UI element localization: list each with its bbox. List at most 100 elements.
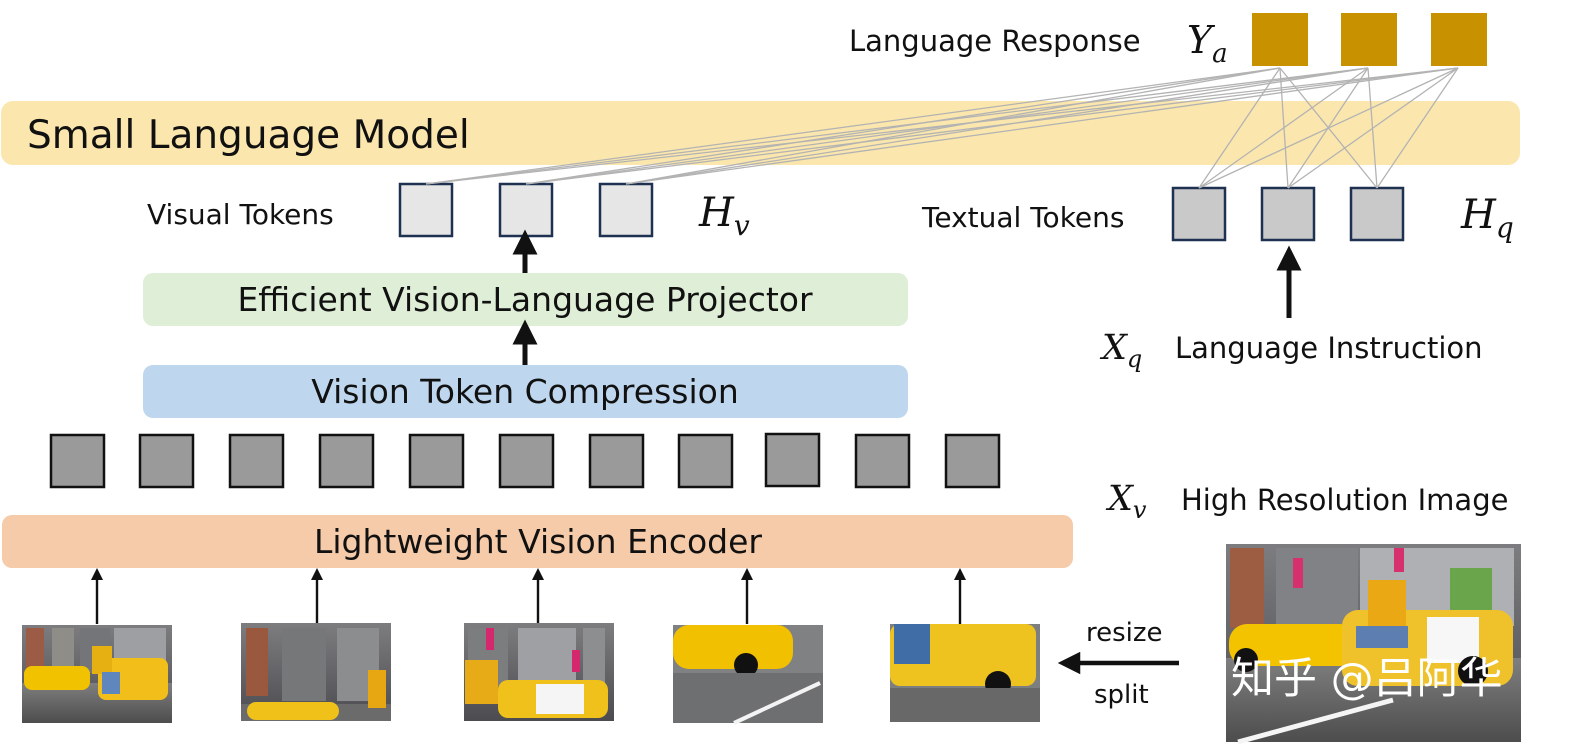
textual-tokens-label: Textual Tokens [921,201,1124,234]
response-token-2 [1341,13,1397,66]
vision-token-compression-bar [143,365,908,418]
crop-2-building-1 [246,628,268,696]
crop-thumbnail-4 [673,625,823,725]
crop-2-taxi [247,702,339,720]
vision-token-compression-label: Vision Token Compression [311,372,739,411]
lightweight-vision-encoder-bar [2,515,1073,568]
high-resolution-image-symbol: Xv [1105,479,1147,524]
watermark-text: 知乎 @吕阿华 [1231,654,1503,704]
crop-thumbnail-3 [464,623,614,721]
textual-token-connection-8 [1367,67,1378,189]
lightweight-vision-encoder-label: Lightweight Vision Encoder [314,522,762,561]
textual-tokens-symbol-sub: q [1496,211,1514,244]
textual-token-connection-9 [1376,67,1459,189]
visual-token-connection-2 [425,67,1369,185]
crop-1-person [92,646,112,674]
high-resolution-building-left [1230,548,1264,628]
visual-token-connection-8 [625,67,1369,185]
encoded-token-8 [677,433,734,489]
visual-token-connection-7 [625,67,1281,185]
response-token-1 [1252,13,1308,66]
high-resolution-wheel-right [1458,656,1488,686]
language-response-symbol-sub: a [1212,39,1228,69]
visual-token-connection-5 [525,67,1369,185]
crop-1-taxi-1 [24,666,90,690]
high-resolution-person [1368,580,1406,632]
high-resolution-flag-1 [1293,558,1303,588]
language-response-symbol: Ya [1187,18,1228,69]
crop-3-building-3 [583,628,605,688]
crop-thumbnail-2 [241,623,391,721]
crop-3-flag-2 [572,650,580,672]
efficient-projector-bar [143,273,908,326]
language-instruction-symbol-sub: q [1127,345,1142,373]
visual-tokens-label: Visual Tokens [147,198,334,231]
visual-tokens-symbol-main: H [698,190,735,236]
encoded-token-6 [498,433,555,489]
textual-token-2 [1260,186,1316,242]
crop-2-building-2 [282,628,326,701]
textual-token-1 [1171,186,1227,242]
small-language-model-label: Small Language Model [27,113,470,158]
visual-token-1 [398,182,454,238]
high-resolution-lane-line [1237,697,1394,745]
visual-tokens-symbol: Hv [698,190,750,242]
high-resolution-cloth [1427,617,1479,663]
textual-token-connection-1 [1198,67,1281,189]
visual-token-3 [598,182,654,238]
textual-token-3 [1349,186,1405,242]
crop-1-building-1 [26,628,44,678]
language-instruction-symbol: Xq [1099,328,1142,373]
high-resolution-flag-2 [1394,548,1404,572]
split-label: split [1094,680,1149,710]
language-response-symbol-main: Y [1187,18,1216,62]
crop-3-white-cloth [536,684,584,714]
language-instruction-symbol-main: X [1099,328,1129,368]
encoded-token-11 [944,433,1001,489]
response-token-3 [1431,13,1487,66]
high-resolution-wheel-left [1234,648,1258,672]
encoded-token-2 [138,433,195,489]
high-resolution-image: 知乎 @吕阿华 [1226,544,1521,745]
textual-tokens-symbol-main: H [1460,192,1497,238]
high-resolution-taxi-left [1229,624,1358,666]
encoded-token-3 [228,433,285,489]
encoded-token-5 [408,433,465,489]
crop-1-building-2 [52,628,74,678]
textual-token-connection-4 [1279,67,1289,189]
crop-3-person [465,660,498,704]
crop-1-umbrella [102,672,120,694]
high-resolution-image-symbol-main: X [1105,479,1135,519]
textual-tokens-symbol: Hq [1460,192,1514,244]
crop-thumbnail-5 [890,624,1040,722]
encoded-token-1 [49,433,106,489]
high-resolution-image-label: High Resolution Image [1181,483,1508,517]
response-connection-lines [425,67,1459,189]
crop-4-wheel [734,653,758,677]
visual-token-connection-9 [625,67,1459,185]
small-language-model-bar [1,101,1520,165]
high-resolution-image-symbol-sub: v [1133,496,1147,524]
crop-4-lane-line [733,681,821,725]
language-response-label: Language Response [849,24,1141,58]
encoded-token-10 [854,433,911,489]
crop-thumbnail-1 [22,625,172,723]
crop-4-taxi [673,625,793,669]
crop-2-person [368,670,386,708]
encoder-input-arrows [91,568,966,624]
textual-token-connection-7 [1279,67,1378,189]
language-instruction-label: Language Instruction [1175,331,1483,365]
encoded-token-4 [318,433,375,489]
visual-token-connection-6 [525,67,1459,185]
encoded-token-row [49,432,1001,489]
visual-token-connection-3 [425,67,1459,185]
encoded-token-7 [588,433,645,489]
visual-token-connection-4 [525,67,1281,185]
crop-3-flag-1 [486,628,494,650]
high-resolution-ironing-board [1356,626,1408,648]
efficient-projector-label: Efficient Vision-Language Projector [237,280,813,319]
resize-label: resize [1086,618,1163,648]
visual-token-connection-1 [425,67,1281,185]
visual-tokens-symbol-sub: v [734,209,750,242]
